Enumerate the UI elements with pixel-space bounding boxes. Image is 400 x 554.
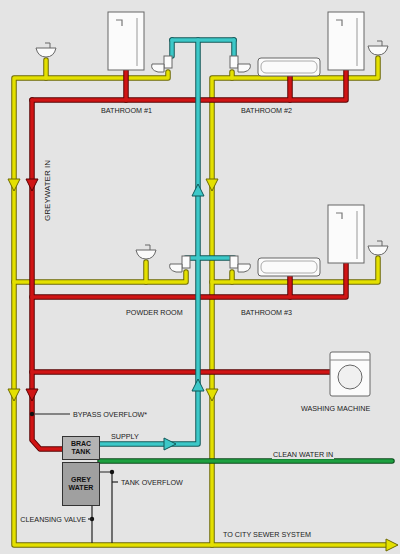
toilet-bowl: [238, 64, 250, 72]
toilet-tank: [230, 256, 238, 268]
supply-pipe: [186, 256, 234, 260]
room-label: BATHROOM #2: [240, 106, 293, 115]
bathtub-inner: [261, 61, 317, 73]
bathtub: [258, 58, 320, 76]
tank-name: GREY WATER: [65, 476, 97, 492]
flow-arrow: [26, 389, 38, 401]
tank-overflow-line: [100, 472, 112, 543]
flow-arrow: [8, 179, 20, 191]
flow-arrow: [206, 389, 218, 401]
drain-pipe-outline: [212, 72, 232, 545]
drain-pipe-outline: [14, 60, 388, 545]
shower-stall: [328, 12, 364, 70]
leader-line: [112, 481, 118, 482]
junction-dot: [110, 470, 114, 474]
flow-arrow: [192, 379, 204, 391]
appliance-label: WASHING MACHINE: [300, 404, 371, 413]
tank-name: BRAC TANK: [65, 440, 97, 456]
sink-faucet: [145, 245, 150, 250]
supply-pipe-outline: [172, 37, 234, 43]
shower-head: [336, 213, 342, 219]
drain-pipe: [46, 72, 168, 78]
bathtub-inner: [261, 261, 317, 273]
supply-pipe: [100, 40, 198, 444]
drain-pipe: [146, 272, 186, 282]
cleansing-valve-line: [91, 506, 92, 543]
leader-line: [88, 518, 92, 519]
clean-water-pipe-outline: [100, 458, 392, 464]
flow-arrow: [8, 389, 20, 401]
sink-basin: [368, 246, 388, 255]
greywater-pipe: [32, 370, 330, 374]
greywater-pipe: [288, 76, 292, 100]
supply-pipe: [172, 38, 234, 42]
shower-stall: [328, 205, 364, 263]
sink-basin: [136, 250, 156, 259]
toilet-bowl: [152, 64, 164, 72]
room-label: POWDER ROOM: [125, 308, 184, 317]
flow-arrow: [192, 184, 204, 196]
supply-pipe: [170, 40, 174, 56]
washer-panel: [330, 360, 370, 361]
room-label: BATHROOM #3: [240, 308, 293, 317]
pipe-label: CLEAN WATER IN: [272, 450, 334, 459]
toilet-bowl: [170, 264, 182, 272]
tank-box: GREY WATER: [62, 462, 100, 506]
washer-door: [338, 365, 362, 389]
flow-arrow: [26, 179, 38, 191]
greywater-pipe: [288, 276, 292, 297]
greywater-pipe-outline: [32, 100, 62, 449]
greywater-pipe-outline: [123, 70, 129, 100]
supply-pipe-outline: [231, 40, 237, 56]
toilet-tank: [182, 256, 190, 268]
drain-pipe-outline: [146, 272, 186, 282]
callout-label: BYPASS OVERFLOW*: [72, 410, 148, 419]
clean-water-pipe: [100, 459, 392, 463]
washing-machine: [330, 352, 370, 396]
drain-pipe-outline: [212, 272, 232, 282]
tank-box: BRAC TANK: [62, 436, 100, 460]
room-label: BATHROOM #1: [100, 106, 153, 115]
pipe-label: SUPPLY: [110, 432, 140, 441]
sink-faucet: [45, 43, 50, 48]
drain-pipe-outline: [46, 72, 168, 78]
greywater-pipe-outline: [287, 76, 293, 100]
greywater-pipe-outline: [287, 276, 293, 297]
shower-door: [357, 211, 358, 259]
supply-pipe-outline: [100, 40, 198, 444]
supply-pipe: [232, 40, 236, 56]
flow-arrow: [206, 179, 218, 191]
callout-label: TANK OVERFLOW: [120, 478, 184, 487]
toilet-tank: [164, 56, 172, 68]
shower-door: [137, 18, 138, 66]
sink-basin: [36, 48, 56, 57]
flow-arrow: [164, 438, 176, 450]
junction-dot: [30, 412, 34, 416]
greywater-pipe-outline: [32, 369, 330, 375]
toilet-bowl: [238, 264, 250, 272]
shower-head: [116, 20, 122, 26]
shower-door: [357, 18, 358, 66]
toilet-tank: [230, 56, 238, 68]
flow-arrow: [386, 539, 398, 551]
flow-label: GREYWATER IN: [42, 159, 51, 222]
supply-pipe-outline: [169, 40, 175, 56]
pipe-label: TO CITY SEWER SYSTEM: [222, 530, 312, 539]
greywater-pipe: [32, 100, 62, 449]
shower-stall: [108, 12, 144, 70]
sink-basin: [368, 46, 388, 55]
shower-head: [336, 20, 342, 26]
supply-pipe-outline: [186, 255, 234, 261]
callout-label: CLEANSING VALVE: [19, 515, 87, 524]
drain-pipe: [212, 272, 232, 282]
drain-pipe: [14, 60, 388, 545]
greywater-pipe: [124, 70, 128, 100]
sink-faucet: [377, 241, 382, 246]
bathtub: [258, 258, 320, 276]
sink-faucet: [377, 41, 382, 46]
drain-pipe: [212, 72, 232, 545]
leader-line: [35, 413, 70, 414]
